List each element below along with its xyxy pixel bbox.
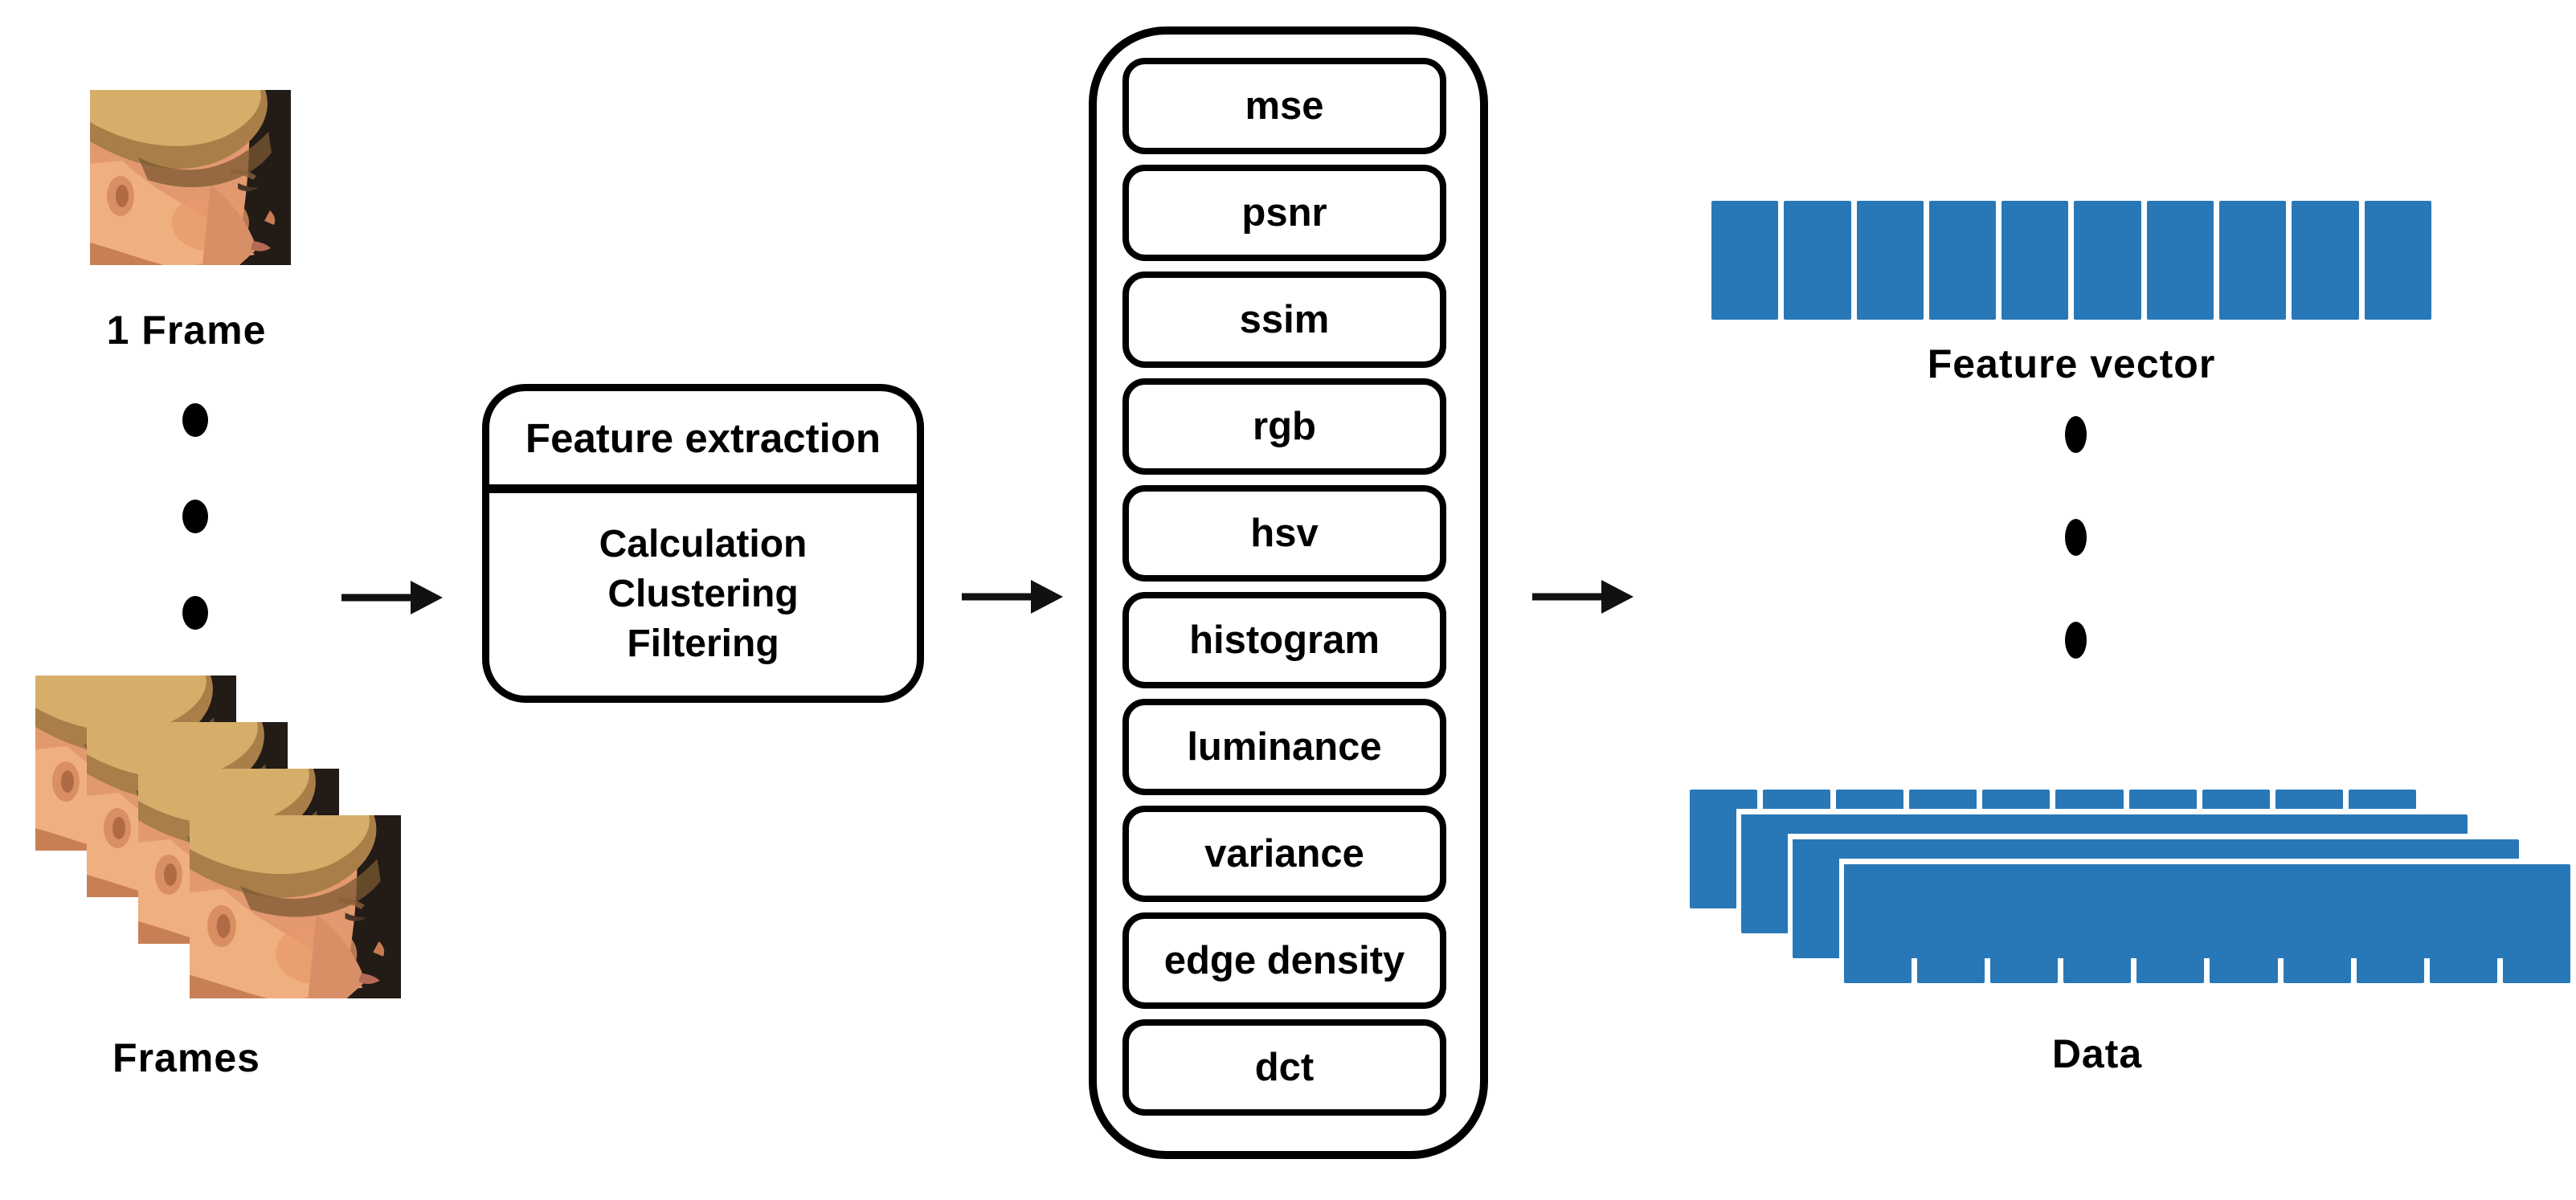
data-cell: [2136, 864, 2205, 983]
feature-item-edge-density: edge density: [1122, 912, 1446, 1009]
data-cell: [2063, 864, 2132, 983]
data-cell: [2502, 864, 2570, 983]
data-row-4: [1844, 864, 2570, 983]
operation-clustering: Clustering: [607, 573, 799, 615]
frames-label: Frames: [112, 1035, 260, 1080]
data-cell: [1917, 864, 1985, 983]
data-cell: [2283, 864, 2351, 983]
ellipsis-dot: [182, 500, 208, 533]
ellipsis-dot: [182, 403, 208, 437]
data-cell: [2429, 864, 2497, 983]
feature-vector-cell: [2002, 201, 2069, 320]
feature-vector-cell: [1711, 201, 1779, 320]
feature-vector-label: Feature vector: [1927, 341, 2216, 386]
feature-vector-cell: [1856, 201, 1924, 320]
data-cell: [2356, 864, 2424, 983]
feature-list: mse psnr ssim rgb hsv histogram luminance varia…: [1122, 58, 1480, 1116]
feature-vector-cell: [1784, 201, 1851, 320]
arrow-right-icon: [1531, 573, 1635, 621]
ellipsis-dot: [2065, 622, 2087, 659]
feature-item-psnr: psnr: [1122, 165, 1446, 261]
feature-vector-cell: [1928, 201, 1997, 320]
ellipsis-dot: [182, 596, 208, 630]
face-photo-art: [190, 815, 401, 998]
data-cell: [1844, 864, 1912, 983]
data-cell: [2210, 864, 2278, 983]
face-photo-art: [90, 90, 291, 265]
feature-vector-cell: [2364, 201, 2431, 320]
arrow-right-icon: [960, 573, 1065, 621]
left-ellipsis-dots: [182, 403, 208, 630]
feature-item-ssim: ssim: [1122, 271, 1446, 368]
feature-vector-cell: [2219, 201, 2287, 320]
feature-extraction-title: Feature extraction: [489, 391, 917, 493]
right-ellipsis-dots: [2065, 416, 2087, 659]
feature-item-luminance: luminance: [1122, 699, 1446, 795]
feature-item-histogram: histogram: [1122, 592, 1446, 688]
feature-list-container: mse psnr ssim rgb hsv histogram luminance varia…: [1089, 27, 1488, 1159]
feature-vector-cell: [2146, 201, 2214, 320]
feature-item-hsv: hsv: [1122, 485, 1446, 582]
single-frame-image: [90, 90, 291, 265]
feature-vector-strip: [1711, 201, 2431, 320]
feature-item-dct: dct: [1122, 1019, 1446, 1116]
operation-calculation: Calculation: [599, 523, 808, 565]
arrow-right-icon: [340, 573, 444, 622]
operation-filtering: Filtering: [627, 622, 779, 665]
feature-item-rgb: rgb: [1122, 378, 1446, 475]
feature-vector-cell: [2292, 201, 2359, 320]
ellipsis-dot: [2065, 416, 2087, 453]
feature-item-mse: mse: [1122, 58, 1446, 154]
data-label: Data: [2051, 1031, 2143, 1076]
feature-item-variance: variance: [1122, 806, 1446, 902]
stacked-frame-image-4: [190, 815, 401, 998]
ellipsis-dot: [2065, 519, 2087, 556]
single-frame-label: 1 Frame: [106, 308, 267, 353]
feature-vector-cell: [2074, 201, 2141, 320]
data-cell: [1990, 864, 2059, 983]
